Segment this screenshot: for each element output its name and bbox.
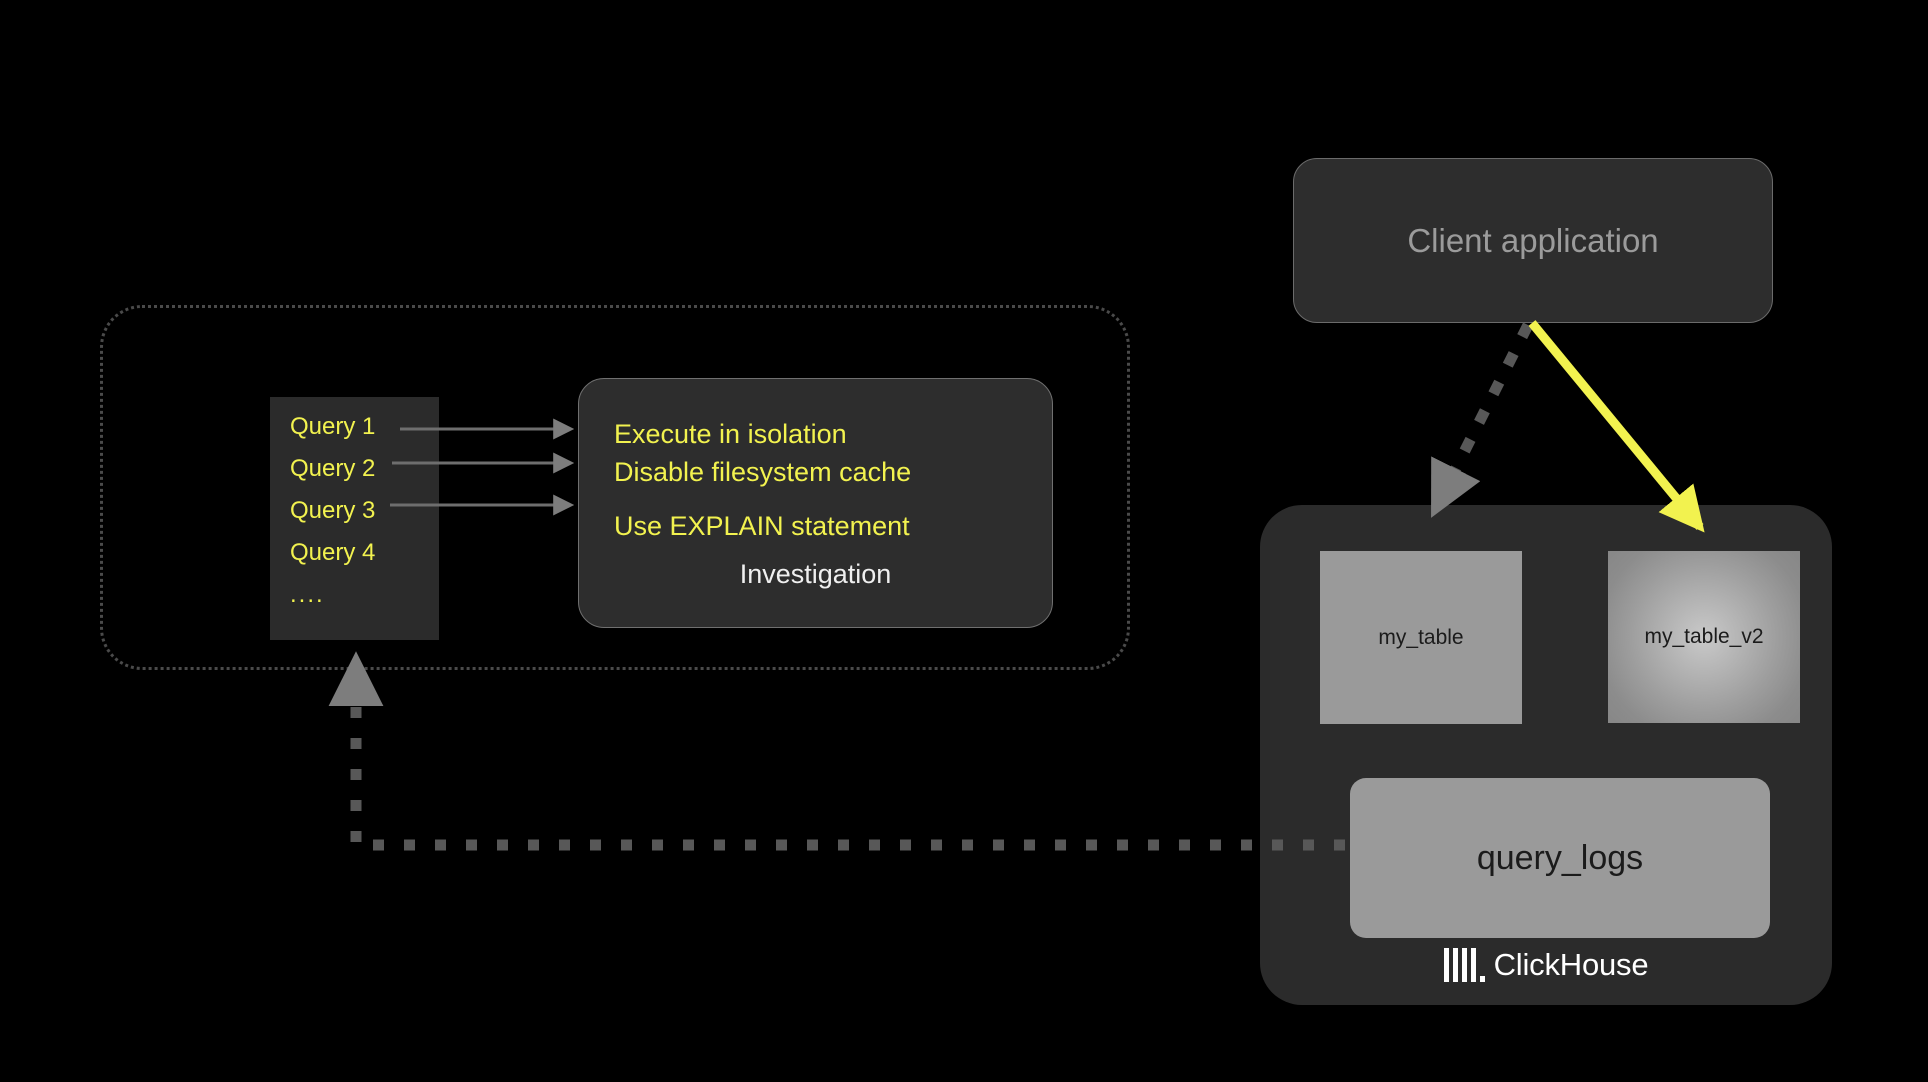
query-list-item-more: .... (290, 581, 325, 608)
arrow-client-to-my-table (1430, 322, 1533, 518)
arrow-client-to-my-table-v2 (1528, 320, 1705, 533)
investigation-step-execute-in-isolation: Execute in isolation (614, 419, 847, 449)
investigation-card-title: Investigation (739, 559, 892, 589)
investigation-step-disable-filesystem-cache: Disable filesystem cache (614, 457, 912, 487)
clickhouse-container: my_table my_table_v2 query_logs ClickHou… (1260, 505, 1832, 1005)
investigation-step-use-explain-statement: Use EXPLAIN statement (614, 511, 910, 541)
query-list-item-1: Query 1 (290, 413, 376, 440)
clickhouse-wordmark: ClickHouse (1493, 947, 1649, 982)
arrow-query-logs-to-query-list (328, 651, 1345, 851)
client-application-label: Client application (1407, 221, 1659, 259)
investigation-card: Execute in isolation Disable filesystem … (578, 378, 1053, 628)
table-my-table-label: my_table (1378, 625, 1464, 649)
client-application-box: Client application (1293, 158, 1773, 323)
query-list-item-2: Query 2 (290, 455, 376, 482)
table-my-table-v2-label: my_table_v2 (1644, 625, 1764, 648)
query-list-item-3: Query 3 (290, 497, 376, 524)
table-my-table-v2: my_table_v2 (1608, 551, 1800, 723)
query-list-item-4: Query 4 (290, 539, 376, 566)
query-list-panel: Query 1 Query 2 Query 3 Query 4 .... (270, 397, 439, 640)
table-query-logs: query_logs (1350, 778, 1770, 938)
table-my-table: my_table (1320, 551, 1522, 724)
clickhouse-logo: ClickHouse (1260, 947, 1832, 983)
clickhouse-bars-icon (1443, 948, 1485, 982)
table-query-logs-label: query_logs (1476, 838, 1644, 877)
